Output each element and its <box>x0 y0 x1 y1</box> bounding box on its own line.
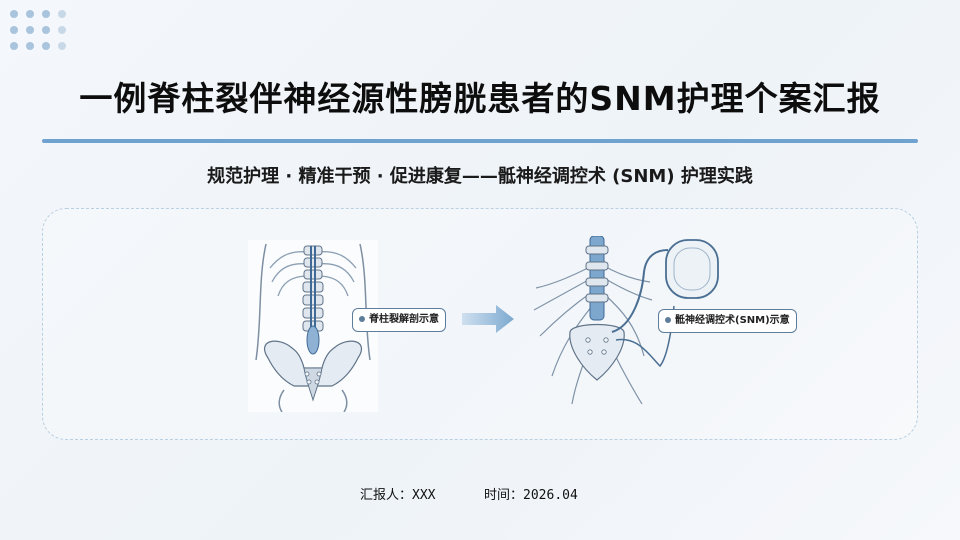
slide-title: 一例脊柱裂伴神经源性膀胱患者的SNM护理个案汇报 <box>79 79 881 118</box>
decor-dot-grid <box>10 10 66 50</box>
slide-subtitle: 规范护理 · 精准干预 · 促进康复——骶神经调控术 (SNM) 护理实践 <box>207 166 753 187</box>
reporter-label: 汇报人： <box>360 488 413 503</box>
callout-dot <box>359 316 365 322</box>
time-label: 时间： <box>484 488 524 503</box>
title-divider <box>42 139 918 143</box>
time-value: 2026.04 <box>523 488 578 503</box>
right-arrow-icon <box>462 305 514 333</box>
snm-device-illustration <box>532 235 794 406</box>
snm-device-label: 骶神经调控术(SNM)示意 <box>658 309 797 333</box>
snm-device-label-text: 骶神经调控术(SNM)示意 <box>675 315 790 326</box>
callout-dot <box>665 317 671 323</box>
time-info: 时间：2026.04 <box>484 484 578 503</box>
spine-anatomy-label: 脊柱裂解剖示意 <box>352 308 446 332</box>
spine-anatomy-label-text: 脊柱裂解剖示意 <box>369 314 439 325</box>
reporter-info: 汇报人：XXX <box>360 484 436 503</box>
reporter-value: XXX <box>412 488 436 503</box>
spine-anatomy-illustration <box>248 240 378 413</box>
